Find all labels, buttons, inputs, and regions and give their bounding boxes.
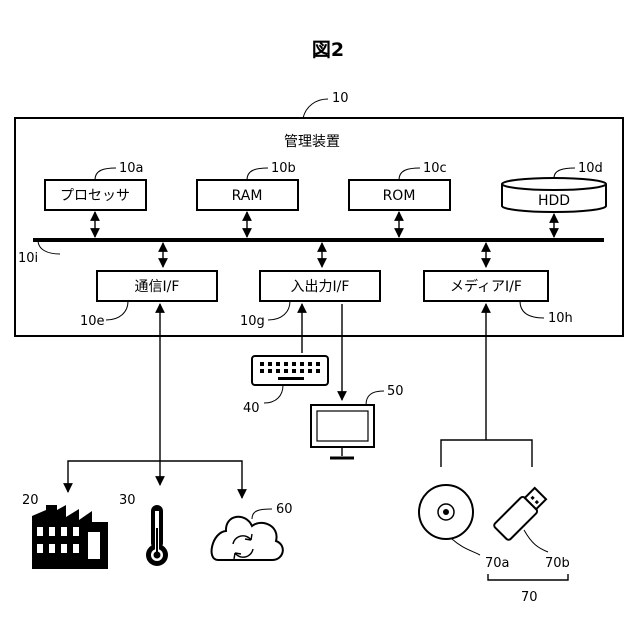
- hdd-block: HDD 10d: [502, 161, 606, 212]
- bus-ref: 10i: [18, 251, 38, 266]
- cloud-ref: 60: [276, 502, 293, 517]
- usb-drive-icon: [493, 486, 548, 541]
- keyboard-icon: [252, 356, 328, 385]
- thermometer-icon: [146, 505, 168, 566]
- io-interface-ref: 10g: [240, 314, 265, 329]
- management-device-box: [15, 118, 623, 336]
- media-interface-block: メディアI/F 10h: [424, 271, 573, 326]
- disc-icon: [419, 485, 473, 539]
- thermometer-ref: 30: [119, 493, 136, 508]
- monitor-icon: [311, 405, 374, 458]
- comm-branch: [68, 461, 160, 492]
- factory-icon: [32, 505, 108, 569]
- processor-block: プロセッサ 10a: [45, 161, 146, 210]
- ram-ref: 10b: [271, 161, 296, 176]
- comm-interface-label: 通信I/F: [135, 279, 180, 295]
- processor-ref: 10a: [119, 161, 144, 176]
- device-ref-leader: [303, 99, 328, 118]
- media-interface-ref: 10h: [548, 311, 573, 326]
- rom-block: ROM 10c: [349, 161, 450, 210]
- comm-interface-block: 通信I/F 10e: [80, 271, 217, 329]
- media-group-ref: 70: [521, 590, 538, 605]
- ram-label: RAM: [232, 188, 263, 204]
- keyboard-ref: 40: [243, 401, 260, 416]
- ram-block: RAM 10b: [197, 161, 298, 210]
- media-group-bracket: [488, 574, 568, 580]
- figure-title: 図2: [312, 39, 344, 61]
- usb-ref: 70b: [545, 556, 570, 571]
- io-interface-block: 入出力I/F 10g: [240, 271, 380, 329]
- rom-label: ROM: [383, 188, 416, 204]
- factory-ref: 20: [22, 493, 39, 508]
- hdd-ref: 10d: [578, 161, 603, 176]
- comm-interface-ref: 10e: [80, 314, 105, 329]
- disc-ref: 70a: [485, 556, 510, 571]
- processor-label: プロセッサ: [60, 188, 130, 204]
- device-ref: 10: [332, 91, 349, 106]
- media-interface-label: メディアI/F: [450, 278, 522, 295]
- management-device-title: 管理装置: [284, 134, 340, 150]
- monitor-ref: 50: [387, 384, 404, 399]
- hdd-label: HDD: [538, 193, 570, 209]
- io-interface-label: 入出力I/F: [291, 279, 350, 295]
- cloud-sync-icon: [212, 517, 283, 560]
- bus-ref-leader: [38, 240, 60, 254]
- rom-ref: 10c: [423, 161, 447, 176]
- media-branch: [441, 440, 532, 467]
